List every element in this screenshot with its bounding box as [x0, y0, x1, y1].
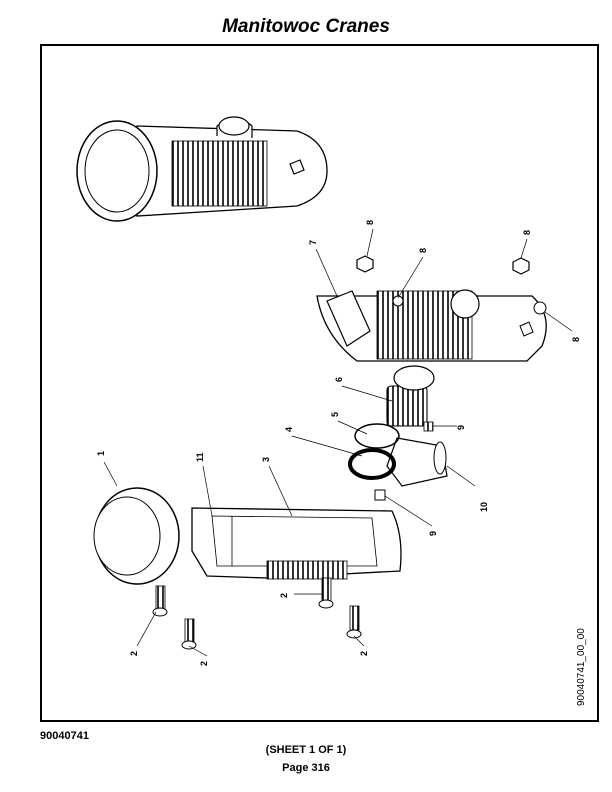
- callout-2-c: 2: [279, 593, 289, 598]
- assembled-connector: [76, 116, 328, 222]
- callout-8-a: 8: [365, 220, 375, 225]
- callout-9-upper: 9: [456, 425, 466, 430]
- nut-8-left: [356, 255, 374, 273]
- sheet-indicator: (SHEET 1 OF 1): [265, 744, 347, 756]
- exploded-parts-drawing: 1 2 2 2 2 3 4 5 6 7 8 8 8 8 9 9 10 11 90…: [76, 116, 587, 706]
- callout-1: 1: [96, 451, 106, 456]
- nut-8-right: [512, 257, 530, 275]
- callout-10: 10: [479, 502, 489, 512]
- set-screw-9-upper: [423, 421, 434, 432]
- part-7-housing: [316, 289, 547, 362]
- set-screw-9-lower: [374, 489, 386, 501]
- callout-2-b: 2: [199, 661, 209, 666]
- screw-2-a: [152, 585, 168, 617]
- callout-2-a: 2: [129, 651, 139, 656]
- callout-8-b: 8: [418, 248, 428, 253]
- screw-2-c: [318, 577, 334, 609]
- leader-lines: [103, 228, 573, 657]
- page-number: Page 316: [282, 762, 330, 774]
- drawing-frame: 1 2 2 2 2 3 4 5 6 7 8 8 8 8 9 9 10 11 90…: [40, 44, 599, 722]
- page-title: Manitowoc Cranes: [222, 16, 390, 37]
- drawing-reference: 90040741_00_00: [576, 628, 587, 706]
- callout-9-lower: 9: [428, 531, 438, 536]
- document-number: 90040741: [40, 730, 89, 742]
- callout-8-d: 8: [571, 337, 581, 342]
- screw-2-b: [181, 618, 197, 650]
- callout-6: 6: [334, 377, 344, 382]
- nut-4: [348, 448, 396, 480]
- ring-5: [354, 423, 400, 449]
- callout-7: 7: [308, 240, 318, 245]
- part-3-body: [191, 507, 402, 580]
- callout-8-c: 8: [522, 230, 532, 235]
- callout-5: 5: [330, 412, 340, 417]
- part-6-10-coupling: [386, 365, 448, 487]
- callout-3: 3: [261, 457, 271, 462]
- part-1-cap: [93, 487, 180, 585]
- callout-2-d: 2: [359, 651, 369, 656]
- screw-2-d: [346, 605, 362, 639]
- callout-4: 4: [284, 427, 294, 432]
- callout-11: 11: [195, 452, 205, 462]
